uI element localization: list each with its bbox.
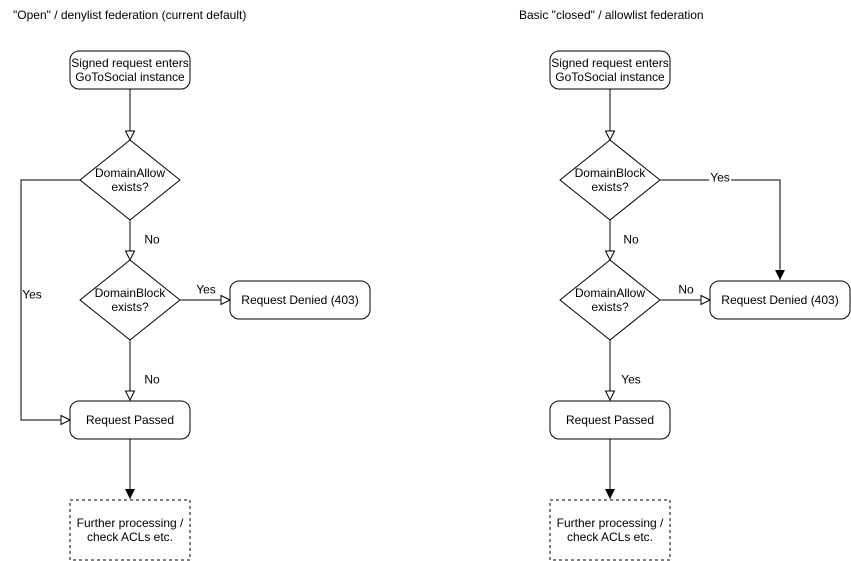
right-domainblock-label: DomainBlock exists? [574, 166, 646, 194]
left-request-passed-label: Request Passed [85, 413, 175, 427]
right-domainallow-no-label: No [677, 282, 695, 297]
right-edge-domainblock-yes [660, 179, 785, 280]
left-further-processing-node [69, 499, 191, 561]
left-domainallow-yes-label: Yes [22, 287, 42, 302]
left-domainallow-no-label: No [143, 232, 161, 247]
right-flowchart-title: Basic "closed" / allowlist federation [519, 8, 704, 22]
left-start-label: Signed request enters GoToSocial instanc… [71, 56, 189, 84]
right-domainblock-no-label: No [622, 232, 640, 247]
right-start-label: Signed request enters GoToSocial instanc… [551, 56, 669, 84]
left-request-denied-label: Request Denied (403) [241, 293, 359, 307]
right-request-passed-label: Request Passed [565, 413, 655, 427]
right-further-processing-node [549, 499, 671, 561]
left-edge-domainallow-yes [20, 179, 80, 426]
left-flowchart-title: "Open" / denylist federation (current de… [13, 8, 247, 22]
left-flowchart [20, 50, 371, 561]
right-flowchart [549, 50, 851, 561]
right-domainallow-label: DomainAllow exists? [574, 286, 646, 314]
right-request-denied-label: Request Denied (403) [721, 293, 839, 307]
right-domainallow-yes-label: Yes [620, 372, 642, 387]
left-domainblock-no-label: No [143, 372, 161, 387]
right-domainblock-yes-label: Yes [709, 170, 731, 185]
right-further-processing-label: Further processing / check ACLs etc. [556, 516, 664, 544]
left-domainallow-label: DomainAllow exists? [94, 166, 166, 194]
left-further-processing-label: Further processing / check ACLs etc. [76, 516, 184, 544]
left-domainblock-yes-label: Yes [195, 282, 217, 297]
left-domainblock-label: DomainBlock exists? [94, 286, 166, 314]
